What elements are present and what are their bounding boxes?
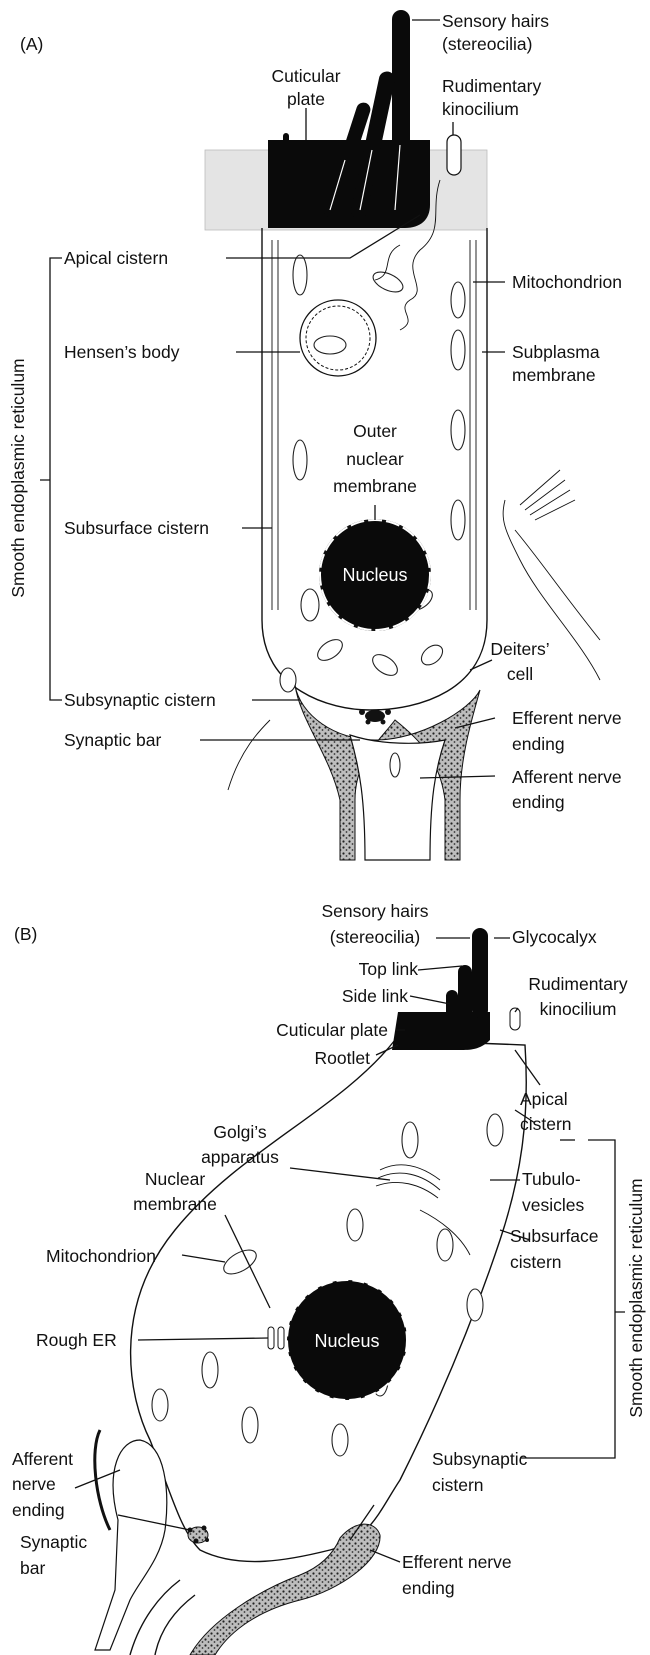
label-golgi: Golgi’s — [213, 1122, 266, 1142]
label-apical-cistern-b-2: cistern — [520, 1114, 572, 1134]
rough-er — [268, 1327, 274, 1349]
label-subplasma-membrane-2: membrane — [512, 365, 596, 385]
label-efferent-nerve-ending-a-2: ending — [512, 734, 565, 754]
label-rudimentary-kinocilium-a-2: kinocilium — [442, 99, 519, 119]
nucleus-a-text: Nucleus — [342, 565, 407, 585]
subsurface-cistern-line-right — [470, 240, 476, 610]
label-deiters-cell: Deiters’ — [490, 639, 549, 659]
label-hensens-body: Hensen’s body — [64, 342, 180, 362]
label-afferent-b-3: ending — [12, 1500, 65, 1520]
label-outer-nuclear-membrane-3: membrane — [333, 476, 417, 496]
label-subsurface-cistern-b: Subsurface — [510, 1226, 599, 1246]
label-rudimentary-kinocilium-b: Rudimentary — [528, 974, 627, 994]
label-nuclear-membrane: Nuclear — [145, 1169, 205, 1189]
label-apical-cistern-a: Apical cistern — [64, 248, 168, 268]
label-outer-nuclear-membrane: Outer — [353, 421, 397, 441]
label-sensory-hairs-b-2: (stereocilia) — [330, 927, 420, 947]
golgi-apparatus — [376, 1165, 470, 1255]
label-synaptic-bar-a: Synaptic bar — [64, 730, 161, 750]
cuticular-plate-b — [392, 1012, 490, 1050]
label-rudimentary-kinocilium-b-2: kinocilium — [540, 999, 617, 1019]
panel-b: (B) Nucle — [12, 901, 646, 1655]
rudimentary-kinocilium-a — [447, 135, 461, 175]
nerve-fibers-lower — [130, 1580, 195, 1655]
label-subsynaptic-cistern-a: Subsynaptic cistern — [64, 690, 216, 710]
panel-a-label: (A) — [20, 34, 43, 54]
ser-bracket-a — [40, 258, 62, 700]
label-efferent-b: Efferent nerve — [402, 1552, 512, 1572]
label-cuticular-plate-a-2: plate — [287, 89, 325, 109]
label-cuticular-plate-a: Cuticular — [271, 66, 340, 86]
label-afferent-nerve-ending-a-2: ending — [512, 792, 565, 812]
subsurface-cistern-line-left — [272, 240, 278, 610]
label-rootlet: Rootlet — [315, 1048, 371, 1068]
label-sensory-hairs-a-2: (stereocilia) — [442, 34, 532, 54]
panel-b-label: (B) — [14, 924, 37, 944]
label-subsurface-cistern-b-2: cistern — [510, 1252, 562, 1272]
ser-bracket-b-label: Smooth endoplasmic reticulum — [626, 1178, 646, 1417]
label-apical-cistern-b: Apical — [520, 1089, 568, 1109]
label-subsynaptic-cistern-b-2: cistern — [432, 1475, 484, 1495]
label-sensory-hairs-b: Sensory hairs — [322, 901, 429, 921]
label-synaptic-bar-b: Synaptic — [20, 1532, 87, 1552]
label-synaptic-bar-b-2: bar — [20, 1558, 45, 1578]
label-tubulo-vesicles-2: vesicles — [522, 1195, 584, 1215]
panel-a: (A) — [8, 10, 622, 860]
label-rough-er: Rough ER — [36, 1330, 117, 1350]
rough-er-2 — [278, 1327, 284, 1349]
label-mitochondrion-b: Mitochondrion — [46, 1246, 156, 1266]
label-side-link: Side link — [342, 986, 408, 1006]
label-afferent-nerve-ending-a: Afferent nerve — [512, 767, 622, 787]
label-efferent-b-2: ending — [402, 1578, 455, 1598]
afferent-nerve-ending-b — [95, 1440, 167, 1650]
hensens-body-mito — [314, 336, 346, 354]
label-subsynaptic-cistern-b: Subsynaptic — [432, 1449, 528, 1469]
label-deiters-cell-2: cell — [507, 664, 533, 684]
ser-bracket-a-label: Smooth endoplasmic reticulum — [8, 358, 28, 597]
label-efferent-nerve-ending-a: Efferent nerve — [512, 708, 622, 728]
label-top-link: Top link — [359, 959, 419, 979]
label-afferent-b-2: nerve — [12, 1474, 56, 1494]
afferent-nerve-ending-b-shade — [95, 1430, 110, 1530]
label-mitochondrion-a: Mitochondrion — [512, 272, 622, 292]
label-subplasma-membrane: Subplasma — [512, 342, 600, 362]
efferent-nerve-ending-b — [190, 1524, 380, 1655]
label-afferent-b: Afferent — [12, 1449, 73, 1469]
label-rudimentary-kinocilium-a: Rudimentary — [442, 76, 541, 96]
label-cuticular-plate-b: Cuticular plate — [276, 1020, 388, 1040]
label-subsurface-cistern-a: Subsurface cistern — [64, 518, 209, 538]
deiters-fibers — [520, 470, 575, 520]
nucleus-b-text: Nucleus — [314, 1331, 379, 1351]
label-sensory-hairs-a: Sensory hairs — [442, 11, 549, 31]
stereocilia-b — [446, 928, 488, 1020]
label-golgi-2: apparatus — [201, 1147, 279, 1167]
label-glycocalyx: Glycocalyx — [512, 927, 597, 947]
label-outer-nuclear-membrane-2: nuclear — [346, 449, 404, 469]
label-nuclear-membrane-2: membrane — [133, 1194, 217, 1214]
label-tubulo-vesicles: Tubulo- — [522, 1169, 581, 1189]
